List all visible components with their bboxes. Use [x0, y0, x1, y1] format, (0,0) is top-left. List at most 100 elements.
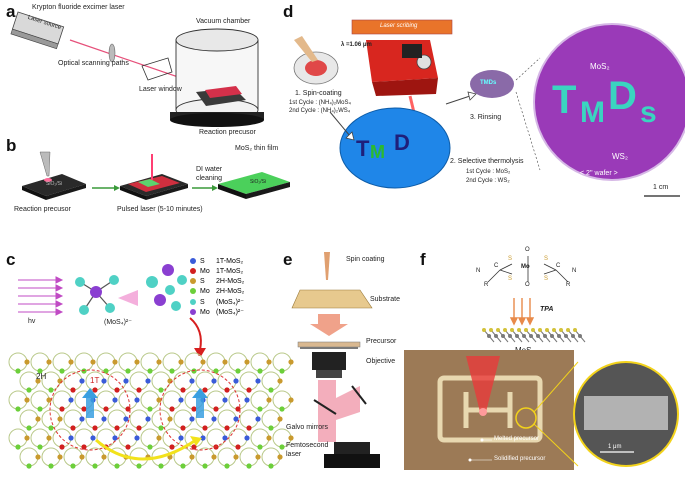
mos2-mo-atom	[571, 334, 575, 338]
mos2-s-atom	[510, 328, 514, 332]
lattice-atom	[26, 387, 32, 393]
mos2-mo-atom	[529, 334, 533, 338]
legend-element: S	[200, 278, 205, 285]
label-small-tmds: TMDs	[480, 80, 497, 86]
label-f-o-top: O	[525, 247, 530, 253]
wafer-letter-m: M	[580, 96, 605, 129]
lattice-atom	[288, 435, 294, 441]
lattice-atom	[268, 463, 274, 469]
legend-name: (MoS₄)²⁻	[216, 309, 244, 316]
lattice-atom	[235, 368, 241, 374]
lattice-atom	[147, 406, 153, 412]
label-f-mo: Mo	[521, 264, 530, 270]
lattice-atom	[189, 416, 195, 422]
tpa-arrows	[509, 298, 535, 326]
laser-source-box	[10, 11, 65, 50]
process-arrow	[310, 314, 348, 336]
lattice-atom	[15, 444, 21, 450]
lattice-atom	[156, 359, 162, 365]
lattice-atom	[35, 454, 41, 460]
lattice-atom	[158, 387, 164, 393]
mos2-layer	[482, 328, 586, 343]
lattice-atom	[211, 416, 217, 422]
lattice-atom	[268, 425, 274, 431]
legend-name: 1T-MoS₂	[216, 258, 244, 265]
lattice-atom	[37, 406, 43, 412]
lattice-atom	[257, 368, 263, 374]
lattice-atom	[26, 463, 32, 469]
mos2-mo-atom	[557, 334, 561, 338]
lattice-atom	[244, 397, 250, 403]
lattice-atom	[114, 463, 120, 469]
label-tpa: TPA	[540, 306, 554, 313]
label-wafer-mos2: MoS₂	[590, 62, 610, 71]
label-step1: 1. Spin-coating	[295, 90, 342, 97]
mos2-s-atom	[503, 328, 507, 332]
label-fs-2: laser	[286, 451, 302, 458]
lattice-atom	[202, 463, 208, 469]
label-precursor-e: Precursor	[366, 338, 397, 345]
mos2-s-atom	[552, 328, 556, 332]
lattice-atom	[35, 416, 41, 422]
lattice-atom	[233, 416, 239, 422]
lattice-atom	[37, 444, 43, 450]
mos2-s-atom	[489, 328, 493, 332]
label-laser-scribing: Laser scribing	[380, 23, 418, 29]
lattice-atom	[277, 378, 283, 384]
lattice-atom	[257, 406, 263, 412]
label-scale-d: 1 cm	[653, 184, 669, 191]
label-1t: 1T	[90, 376, 100, 385]
lattice-atom	[255, 378, 261, 384]
spin-pipette	[324, 252, 330, 280]
lattice-atom	[15, 406, 21, 412]
lattice-atom	[125, 444, 131, 450]
lattice-atom	[202, 425, 208, 431]
legend-name: 2H-MoS₂	[216, 288, 245, 295]
panel-letter-d: d	[283, 2, 294, 21]
lattice-atom	[70, 463, 76, 469]
label-galvo: Galvo mirrors	[286, 424, 329, 431]
mos2-mo-atom	[494, 334, 498, 338]
lattice-atom	[178, 435, 184, 441]
label-step2-c1: 1st Cycle : MoS₂	[466, 169, 511, 175]
legend-dot-icon	[190, 278, 196, 285]
lattice-atom	[224, 425, 230, 431]
legend-element: S	[200, 258, 205, 265]
lattice-atom	[59, 406, 65, 412]
label-spin-coating: Spin coating	[346, 256, 385, 263]
lattice-atom	[147, 444, 153, 450]
mos2-mo-atom	[578, 334, 582, 338]
label-reaction-precursor-b: Reaction precusor	[14, 206, 71, 213]
mos2-mo-atom	[508, 334, 512, 338]
label-f-c1: C	[494, 263, 499, 269]
lattice-atom	[180, 463, 186, 469]
legend-dot-icon	[190, 288, 196, 295]
lattice-atom	[125, 406, 131, 412]
lattice-atom	[103, 406, 109, 412]
label-ion: (MoS₄)²⁻	[104, 319, 132, 326]
lattice-atom	[169, 444, 175, 450]
lattice-atom	[189, 378, 195, 384]
panel-f-figure	[482, 256, 586, 343]
mos2-mo-atom	[515, 334, 519, 338]
blue-wafer-d: D	[394, 130, 410, 155]
lattice-atom	[222, 397, 228, 403]
lattice-atom	[90, 359, 96, 365]
label-wash-1: DI water	[196, 166, 223, 173]
label-wafer-ws2: WS₂	[612, 152, 628, 161]
lattice-atom	[68, 435, 74, 441]
mos2-s-atom	[559, 328, 563, 332]
panel-letter-b: b	[6, 136, 17, 155]
wafer-letter-d: D	[608, 74, 637, 118]
lattice-atom	[79, 378, 85, 384]
lattice-atom	[101, 378, 107, 384]
legend-element: S	[200, 299, 205, 306]
lattice-atom	[112, 397, 118, 403]
mos2-mo-atom	[550, 334, 554, 338]
panel-letter-a: a	[6, 2, 16, 21]
lattice-atom	[235, 444, 241, 450]
lattice-atom	[244, 359, 250, 365]
label-f-o-bottom: O	[525, 282, 530, 288]
lattice-atom	[200, 435, 206, 441]
